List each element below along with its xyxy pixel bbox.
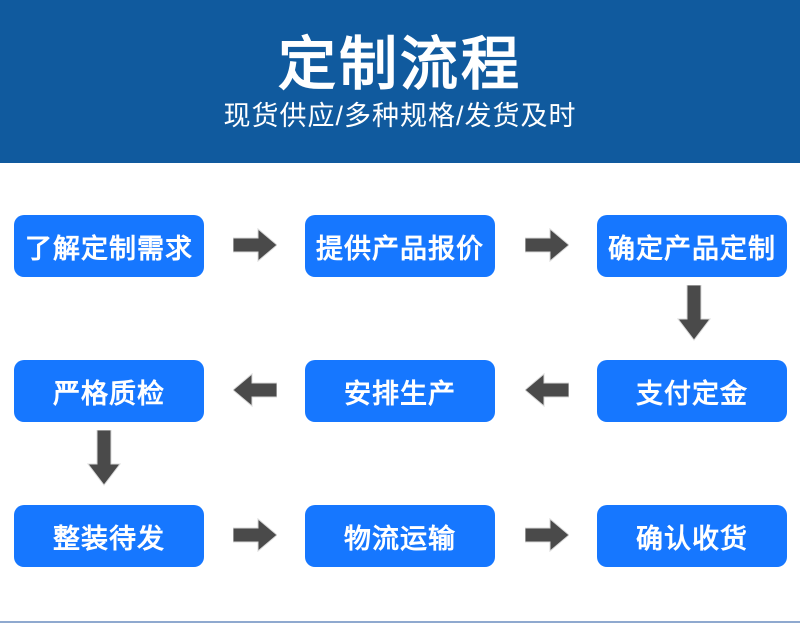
flow-node-provide-quotation[interactable]: 提供产品报价	[305, 215, 495, 277]
arrow-right-icon	[233, 517, 277, 553]
flow-chart: 了解定制需求 提供产品报价 确定产品定制 严格质检 安排生产	[0, 163, 800, 626]
flow-node-confirm-customization[interactable]: 确定产品定制	[597, 215, 787, 277]
flow-node-confirm-receipt[interactable]: 确认收货	[597, 505, 787, 567]
page-subtitle: 现货供应/多种规格/发货及时	[223, 101, 577, 132]
flow-node-pay-deposit[interactable]: 支付定金	[597, 360, 787, 422]
flow-node-logistics-transport[interactable]: 物流运输	[305, 505, 495, 567]
arrow-down-icon	[676, 285, 712, 341]
bottom-divider	[0, 621, 800, 623]
arrow-left-icon	[233, 372, 277, 408]
arrow-left-icon	[525, 372, 569, 408]
header-banner: 定制流程 现货供应/多种规格/发货及时	[0, 0, 800, 163]
flow-node-understand-requirements[interactable]: 了解定制需求	[14, 215, 204, 277]
arrow-right-icon	[525, 517, 569, 553]
arrow-right-icon	[233, 227, 277, 263]
page-title: 定制流程	[277, 32, 522, 98]
flow-node-packed-ready-to-ship[interactable]: 整装待发	[14, 505, 204, 567]
flow-node-strict-quality-inspection[interactable]: 严格质检	[14, 360, 204, 422]
flow-node-arrange-production[interactable]: 安排生产	[305, 360, 495, 422]
arrow-down-icon	[86, 430, 122, 486]
arrow-right-icon	[525, 227, 569, 263]
